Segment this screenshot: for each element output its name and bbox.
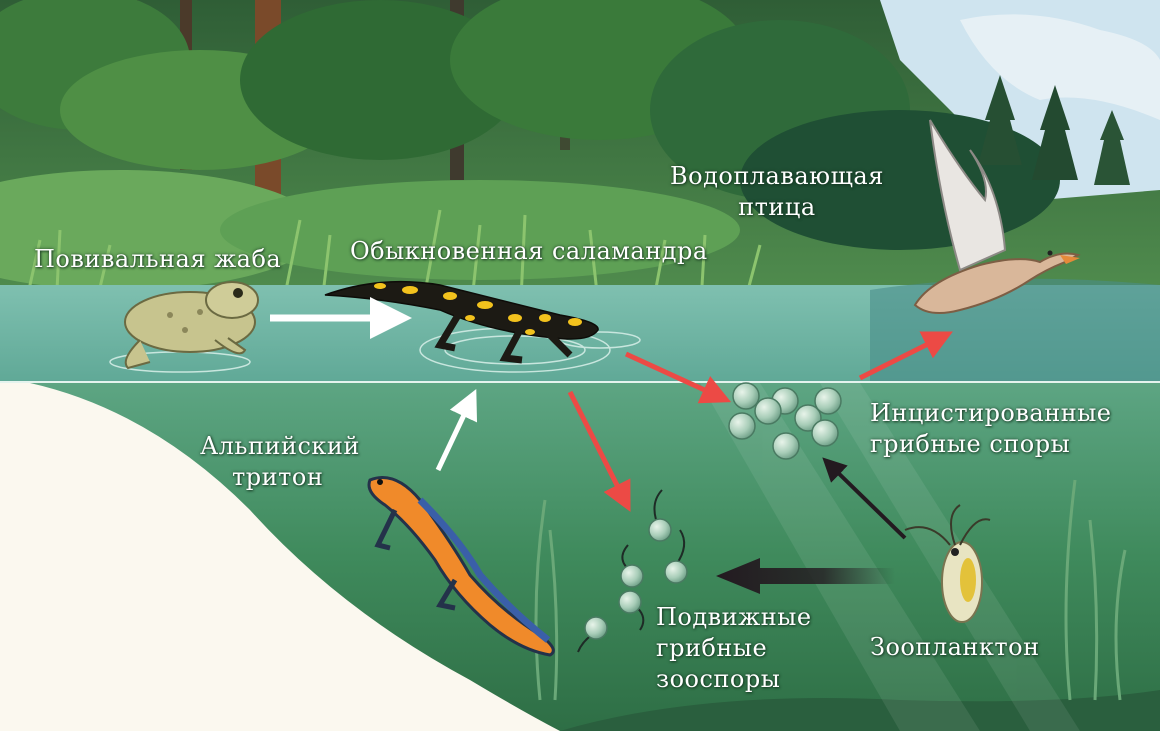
label-encysted-spores-line-2: грибные споры (870, 429, 1112, 460)
label-alpine-newt: Альпийский тритон (200, 431, 360, 493)
label-encysted-spores-line-1: Инцистированные (870, 398, 1112, 429)
label-alpine-newt-line-1: Альпийский (200, 431, 360, 462)
label-fire-salamander: Обыкновенная саламандра (350, 236, 708, 267)
label-alpine-newt-line-2: тритон (200, 462, 360, 493)
label-encysted-spores: Инцистированные грибные споры (870, 398, 1112, 460)
label-zooplankton: Зоопланктон (870, 632, 1040, 663)
label-motile-zoospores-line-3: зооспоры (656, 664, 812, 695)
label-motile-zoospores-line-2: грибные (656, 633, 812, 664)
label-waterbird: Водоплавающая птица (670, 161, 884, 223)
label-waterbird-line-2: птица (670, 192, 884, 223)
label-midwife-toad: Повивальная жаба (34, 244, 281, 275)
label-motile-zoospores: Подвижные грибные зооспоры (656, 602, 812, 695)
label-waterbird-line-1: Водоплавающая (670, 161, 884, 192)
label-motile-zoospores-line-1: Подвижные (656, 602, 812, 633)
water-reflection (870, 279, 1160, 385)
